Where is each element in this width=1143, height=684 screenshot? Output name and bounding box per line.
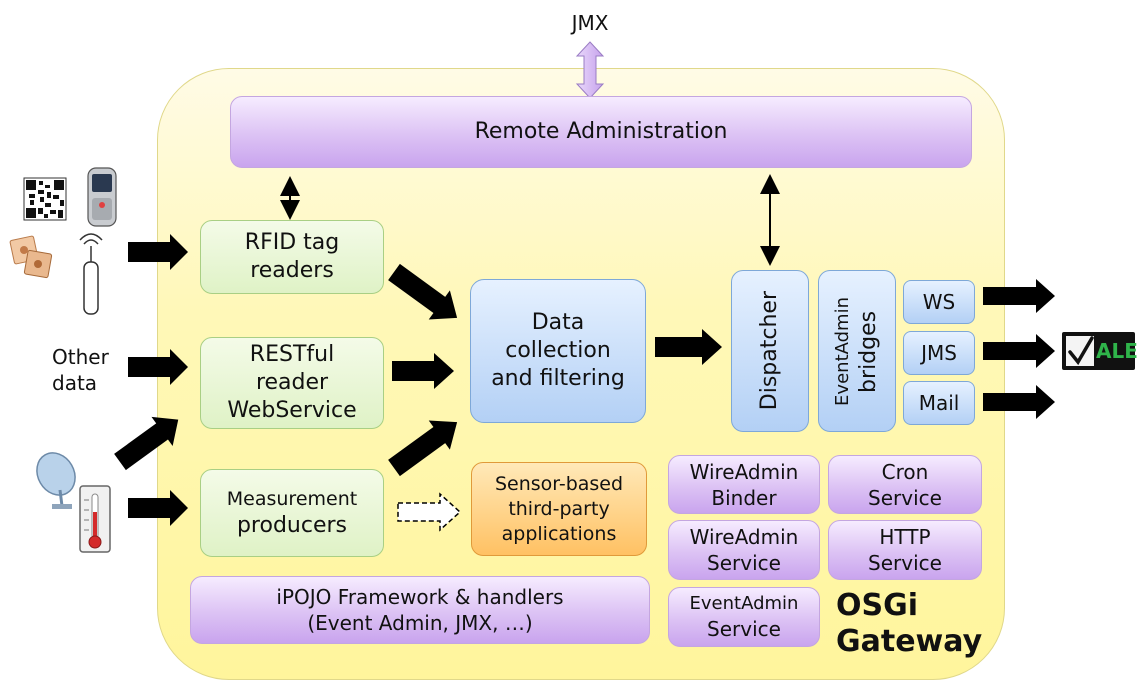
- input-arrow-other-data: [128, 349, 188, 385]
- dashed-arrow-sensor: [397, 492, 462, 532]
- arrow-rest-to-collection: [392, 353, 454, 389]
- jmx-label: JMX: [571, 11, 609, 35]
- output-arrow-ws: [983, 279, 1055, 313]
- ale-logo-text: ALE: [1096, 339, 1138, 363]
- other-data-label: Other data: [52, 345, 109, 395]
- qr-code-icon: [23, 177, 67, 221]
- jmx-double-arrow: [575, 41, 605, 99]
- data-collection-filtering-box: Data collection and filtering: [470, 279, 646, 423]
- dispatcher-label: Dispatcher: [757, 291, 782, 411]
- thermometer-icon: [79, 485, 111, 553]
- mail-box: Mail: [903, 381, 975, 425]
- mobile-phone-icon: [87, 167, 117, 227]
- osgi-gateway-title: OSGi Gateway: [836, 588, 983, 659]
- ale-logo-icon: [1062, 332, 1135, 370]
- eventadmin-bridges-box: EventAdmin bridges: [818, 270, 896, 432]
- sensor-apps-box: Sensor-based third-party applications: [471, 462, 647, 556]
- remote-administration-box: Remote Administration: [230, 96, 972, 168]
- jms-box: JMS: [903, 331, 975, 375]
- restful-reader-webservice-box: RESTful reader WebService: [200, 337, 384, 429]
- input-arrow-measurement: [128, 490, 188, 526]
- arrow-measure-to-collection: [388, 420, 458, 477]
- satellite-dish-icon: [36, 452, 76, 509]
- dispatcher-box: Dispatcher: [731, 270, 809, 432]
- rfid-tag-icon: [9, 235, 53, 279]
- arrow-rfid-to-collection: [388, 263, 458, 320]
- input-arrow-rfid: [128, 234, 188, 270]
- output-arrow-jms: [983, 334, 1055, 368]
- rfid-antenna-icon: [79, 233, 103, 315]
- input-arrow-diagonal: [114, 416, 179, 471]
- arrow-collection-to-dispatcher: [655, 329, 722, 365]
- rfid-tag-readers-box: RFID tag readers: [200, 220, 384, 294]
- measurement-producers-box: Measurement producers: [200, 469, 384, 557]
- ipojo-framework-box: iPOJO Framework & handlers(Event Admin, …: [190, 576, 650, 644]
- ws-box: WS: [903, 280, 975, 324]
- remote-administration-label: Remote Administration: [474, 119, 728, 144]
- output-arrow-mail: [983, 385, 1055, 419]
